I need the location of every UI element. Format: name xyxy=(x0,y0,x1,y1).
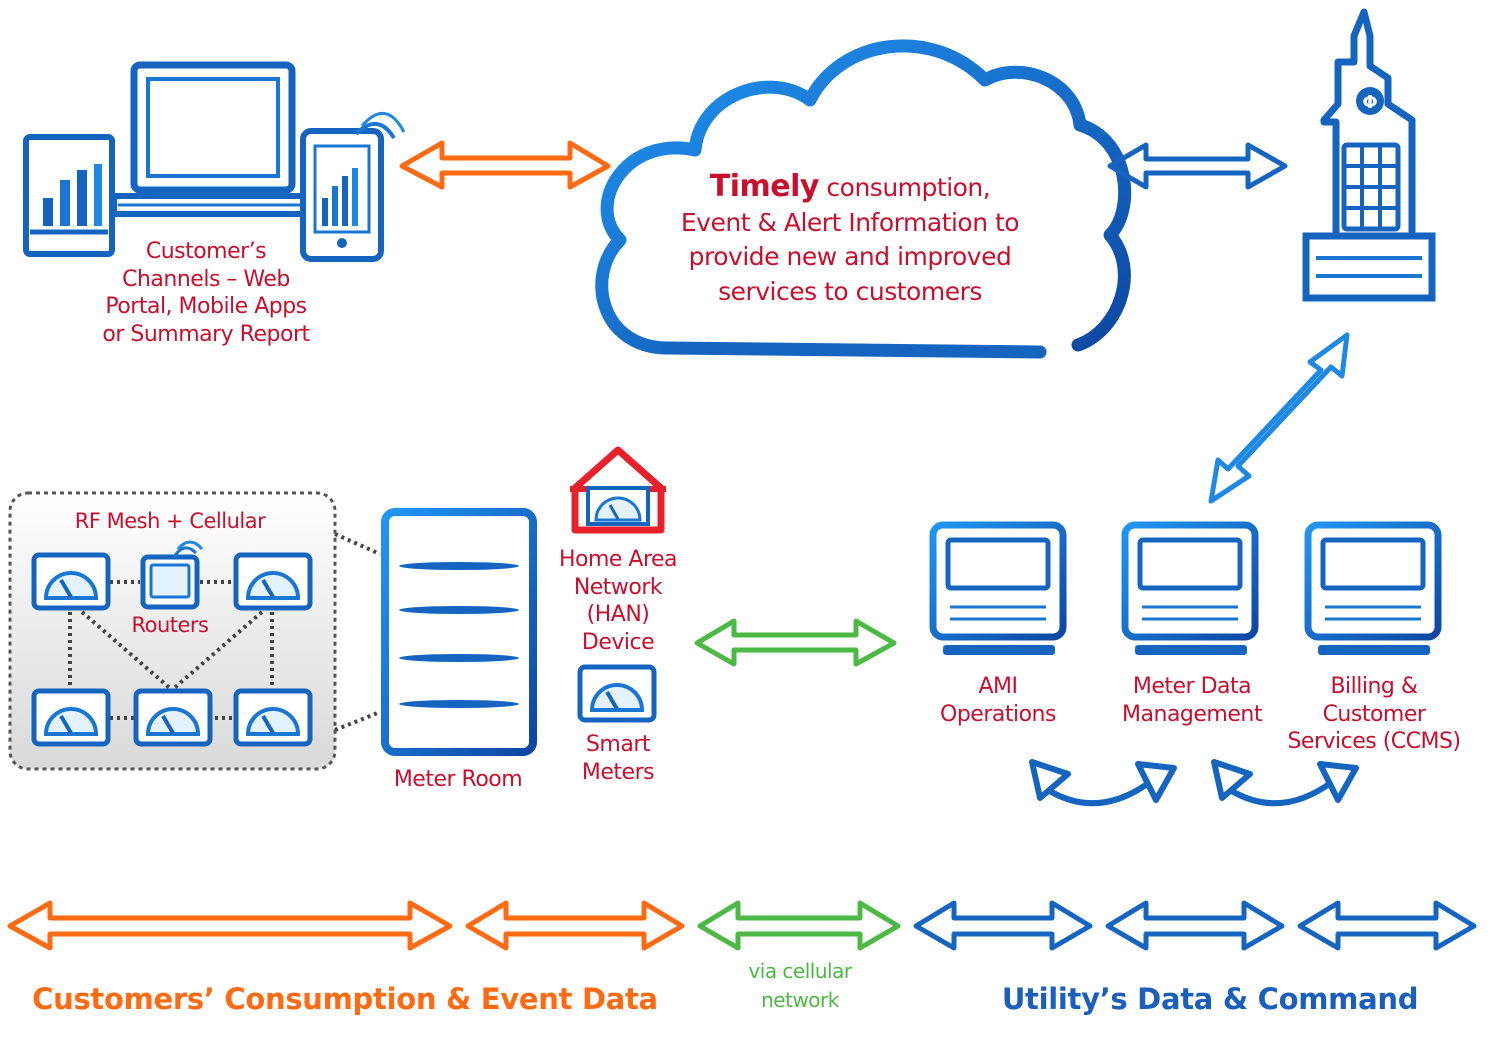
meter-gauge-icon xyxy=(233,552,313,611)
via-cellular-label: via cellular network xyxy=(720,957,880,1015)
han-line-4: Device xyxy=(581,629,655,655)
curved-arrow-icon xyxy=(1211,759,1359,807)
utility-building-icon: Φ xyxy=(1302,8,1436,302)
meter-room-label: Meter Room xyxy=(393,767,523,792)
billing-ccms-label: Billing & Customer Services (CCMS) xyxy=(1276,673,1472,756)
router-icon xyxy=(140,540,204,610)
utility-data-footer: Utility’s Data & Command xyxy=(1001,982,1419,1016)
double-arrow-icon xyxy=(1208,332,1350,504)
channels-line-4: or Summary Report xyxy=(102,321,310,347)
cloud-line-2: Event & Alert Information to xyxy=(680,207,1020,237)
smart-meters-line-1: Smart xyxy=(585,732,651,757)
double-arrow-icon xyxy=(1105,900,1285,951)
routers-label: Routers xyxy=(131,613,209,637)
double-arrow-icon xyxy=(697,900,901,951)
svg-text:Φ: Φ xyxy=(1362,92,1377,113)
double-arrow-icon xyxy=(1107,142,1288,190)
cloud-shape xyxy=(595,39,1132,355)
cloud-line-4: services to customers xyxy=(718,276,982,306)
han-line-2: Network xyxy=(573,574,663,600)
mdm-line-2: Management xyxy=(1122,701,1262,727)
customer-channels-label: Customer’s Channels – Web Portal, Mobile… xyxy=(92,238,320,348)
ami-line-2: Operations xyxy=(940,701,1056,727)
meter-gauge-icon xyxy=(31,552,111,611)
billing-line-2: Customer xyxy=(1322,701,1426,727)
ami-operations-label: AMI Operations xyxy=(918,673,1078,728)
server-rack-icon xyxy=(381,508,537,756)
computer-monitor-icon xyxy=(1304,521,1442,655)
smartphone-icon xyxy=(300,111,406,262)
curved-arrow-icon xyxy=(1029,759,1177,807)
house-icon xyxy=(570,446,666,534)
channels-line-2: Channels – Web xyxy=(122,266,290,292)
billing-line-3: Services (CCMS) xyxy=(1287,729,1461,754)
smart-meters-line-2: Meters xyxy=(581,759,655,785)
double-arrow-icon xyxy=(399,140,611,190)
double-arrow-icon xyxy=(694,618,897,667)
cloud-line-1: consumption, xyxy=(818,173,991,202)
cloud-line-3: provide new and improved xyxy=(688,242,1012,271)
meter-data-management-label: Meter Data Management xyxy=(1104,673,1280,728)
computer-monitor-icon xyxy=(929,521,1067,655)
customers-data-footer: Customers’ Consumption & Event Data xyxy=(32,982,658,1016)
mesh-links xyxy=(68,532,381,732)
via-line-2: network xyxy=(761,988,839,1012)
smart-meters-label: Smart Meters xyxy=(548,731,688,786)
billing-line-1: Billing & xyxy=(1330,674,1418,699)
channels-line-3: Portal, Mobile Apps xyxy=(105,294,307,319)
computer-monitor-icon xyxy=(1121,521,1259,655)
via-line-1: via cellular xyxy=(748,959,852,983)
han-line-1: Home Area xyxy=(558,547,678,572)
mdm-line-1: Meter Data xyxy=(1132,674,1252,699)
double-arrow-icon xyxy=(7,900,453,951)
double-arrow-icon xyxy=(465,900,685,951)
double-arrow-icon xyxy=(913,900,1093,951)
cloud-base xyxy=(661,341,1047,359)
ami-line-1: AMI xyxy=(978,674,1018,699)
channels-line-1: Customer’s xyxy=(145,239,267,264)
cloud-message: Timely consumption, Event & Alert Inform… xyxy=(640,169,1060,309)
laptop-icon xyxy=(111,61,315,217)
double-arrow-icon xyxy=(1297,900,1477,951)
tablet-icon xyxy=(23,134,115,257)
rf-mesh-title: RF Mesh + Cellular xyxy=(74,509,266,533)
han-line-3: (HAN) xyxy=(586,602,650,627)
meter-gauge-icon xyxy=(133,688,213,747)
meter-gauge-icon xyxy=(577,664,657,723)
cloud-highlight: Timely xyxy=(709,169,820,204)
meter-gauge-icon xyxy=(233,688,313,747)
meter-gauge-icon xyxy=(31,688,111,747)
han-device-label: Home Area Network (HAN) Device xyxy=(548,546,688,656)
